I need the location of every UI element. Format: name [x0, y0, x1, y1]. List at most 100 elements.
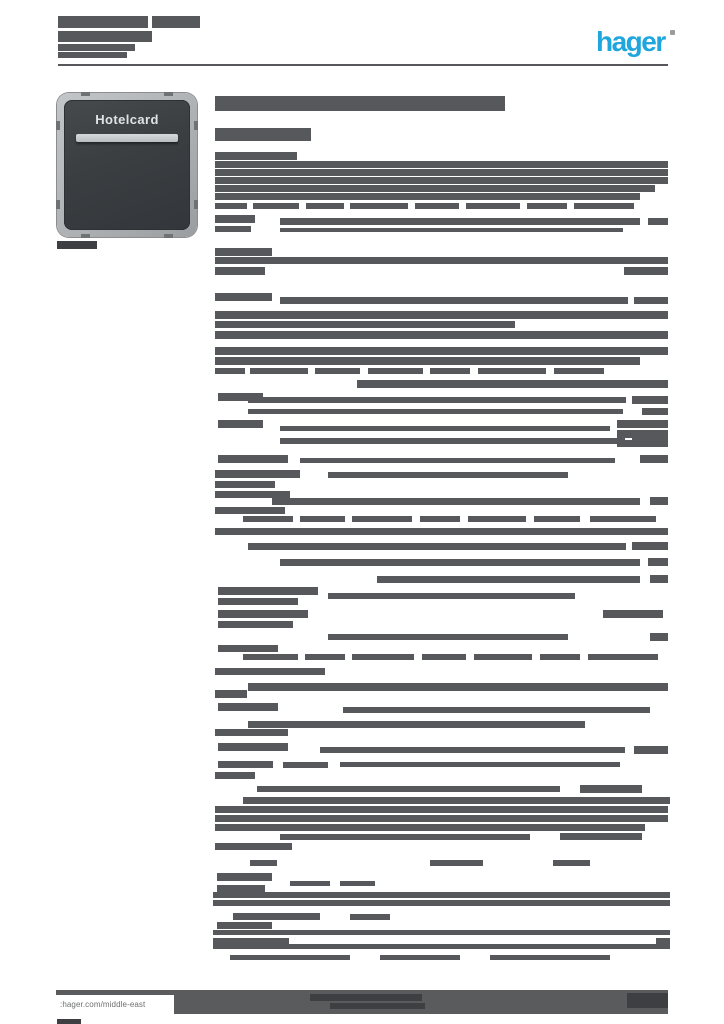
redacted-text-bar — [580, 785, 642, 793]
redacted-text-bar — [215, 293, 272, 301]
redacted-text-bar — [215, 481, 275, 488]
redacted-text-bar — [215, 321, 515, 328]
redacted-text-bar — [340, 881, 375, 886]
redacted-text-bar — [280, 218, 640, 225]
redacted-text-bar — [328, 593, 575, 599]
redacted-text-bar — [217, 922, 272, 929]
redacted-text-bar — [218, 761, 273, 768]
redacted-text-bar — [315, 368, 360, 374]
mounting-claw-icon — [81, 92, 90, 96]
redacted-text-bar — [250, 368, 308, 374]
redacted-text-bar — [215, 248, 272, 256]
redacted-text-bar — [215, 177, 668, 184]
redacted-text-bar — [272, 498, 640, 505]
redacted-text-bar — [280, 297, 628, 304]
redacted-text-bar — [490, 955, 610, 960]
redacted-text-bar — [300, 458, 615, 463]
redacted-text-bar — [218, 610, 308, 618]
redacted-text-bar — [588, 654, 658, 660]
redacted-text-bar — [478, 368, 546, 374]
redacted-text-bar — [248, 683, 668, 691]
redacted-text-bar — [656, 938, 670, 944]
redacted-text-bar — [152, 16, 200, 28]
redacted-text-bar — [230, 955, 350, 960]
hotelcard-switch-face: Hotelcard — [64, 100, 190, 230]
redacted-text-bar — [648, 558, 668, 566]
redacted-text-bar — [218, 645, 278, 652]
mounting-claw-icon — [194, 121, 198, 130]
redacted-text-bar — [57, 241, 97, 249]
header-divider — [58, 64, 668, 66]
redacted-text-bar — [233, 913, 320, 920]
redacted-text-bar — [415, 203, 459, 209]
redacted-text-bar — [215, 96, 505, 111]
redacted-text-bar — [243, 797, 670, 804]
redacted-text-bar — [57, 1019, 81, 1024]
redacted-text-bar — [250, 860, 277, 866]
redacted-text-bar — [257, 786, 560, 792]
mounting-claw-icon — [164, 234, 173, 238]
redacted-text-bar — [328, 472, 568, 478]
trademark-icon — [670, 30, 675, 35]
redacted-text-bar — [430, 860, 483, 866]
redacted-text-bar — [215, 128, 311, 141]
redacted-text-bar — [243, 516, 293, 522]
redacted-text-bar — [215, 507, 285, 514]
redacted-text-bar — [215, 690, 247, 698]
redacted-text-bar — [377, 576, 640, 583]
redacted-text-bar — [642, 408, 668, 415]
redacted-text-bar — [340, 762, 620, 767]
redacted-text-bar — [213, 930, 670, 935]
redacted-text-bar — [215, 843, 292, 850]
redacted-text-bar — [248, 721, 585, 728]
redacted-text-bar — [280, 426, 610, 431]
redacted-text-bar — [218, 621, 293, 628]
mounting-claw-icon — [164, 92, 173, 96]
redacted-text-bar — [215, 152, 297, 160]
redacted-text-bar — [58, 31, 152, 42]
redacted-text-bar — [215, 357, 640, 365]
redacted-text-bar — [357, 380, 668, 388]
redacted-text-bar — [215, 368, 245, 374]
redacted-text-bar — [634, 746, 668, 754]
redacted-text-bar — [213, 944, 670, 949]
redacted-text-bar — [243, 654, 298, 660]
redacted-text-bar — [215, 729, 288, 736]
mounting-claw-icon — [56, 200, 60, 209]
redacted-text-bar — [253, 203, 299, 209]
redacted-text-bar — [215, 491, 290, 498]
redacted-text-bar — [305, 654, 345, 660]
redacted-text-bar — [350, 203, 408, 209]
mounting-claw-icon — [81, 234, 90, 238]
redacted-text-bar — [215, 169, 668, 176]
redacted-text-bar — [320, 747, 625, 753]
redacted-text-bar — [420, 516, 460, 522]
redacted-text-bar — [215, 215, 255, 223]
redacted-text-bar — [527, 203, 567, 209]
mounting-claw-icon — [194, 200, 198, 209]
redacted-text-bar — [368, 368, 423, 374]
redacted-text-bar — [328, 634, 568, 640]
redacted-text-bar — [650, 633, 668, 641]
product-photo: Hotelcard — [56, 92, 198, 238]
redacted-text-bar — [215, 203, 247, 209]
redacted-text-bar — [632, 542, 668, 550]
redacted-text-bar — [650, 575, 668, 583]
redacted-text-bar — [215, 226, 251, 232]
redacted-text-bar — [430, 368, 470, 374]
redacted-text-bar — [215, 824, 645, 831]
redacted-text-bar — [217, 873, 272, 881]
redacted-text-bar — [352, 516, 412, 522]
redacted-text-bar — [352, 654, 414, 660]
redacted-text-bar — [624, 267, 668, 275]
redacted-text-bar — [290, 881, 330, 886]
redacted-text-bar — [617, 440, 668, 447]
hager-logo: hager — [596, 26, 666, 57]
redacted-text-bar — [280, 559, 640, 566]
redacted-text-bar — [350, 914, 390, 920]
redacted-text-bar — [617, 420, 668, 428]
redacted-text-bar — [540, 654, 580, 660]
redacted-text-bar — [634, 297, 668, 304]
redacted-text-bar — [280, 228, 623, 232]
